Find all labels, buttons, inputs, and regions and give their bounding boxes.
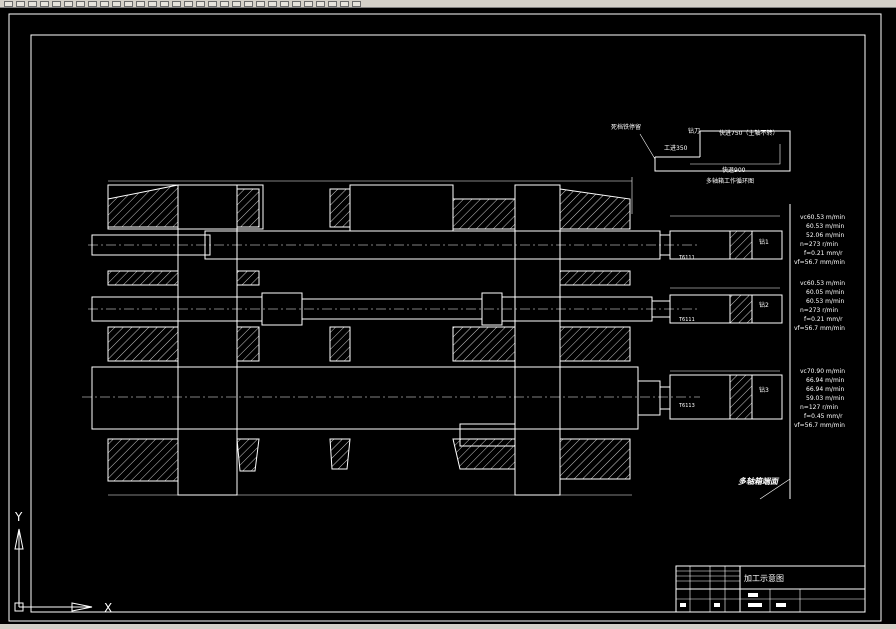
multi-spindle-assembly: T6111 钻1 T6111 钻2 (82, 177, 791, 500)
s3-param-5: f=0.45 mm/r (804, 413, 843, 420)
status-bar (0, 624, 896, 629)
toolbar-button-3[interactable] (28, 0, 37, 7)
toolbar-button-30[interactable] (352, 0, 361, 7)
plan-work-feed: 工进350 (664, 144, 688, 152)
work-cycle-diagram: 死档铁停留 钻刀 工进350 快进750（主轴不转） 快退900 多轴箱工作循环… (611, 123, 791, 185)
s2-param-3: n=273 r/min (800, 307, 838, 314)
toolbar-button-12[interactable] (136, 0, 145, 7)
toolbar-button-21[interactable] (244, 0, 253, 7)
toolbar-button-8[interactable] (88, 0, 97, 7)
toolbar-button-29[interactable] (340, 0, 349, 7)
spindle-params: vc60.53 m/min 60.53 m/min 52.06 m/min n=… (738, 214, 845, 486)
s3-param-4: n=127 r/min (800, 404, 838, 411)
s1-param-3: n=273 r/min (800, 241, 838, 248)
spindle-3-label: 钻3 (759, 386, 769, 394)
cad-toolbar (0, 0, 896, 8)
toolbar-button-4[interactable] (40, 0, 49, 7)
toolbar-button-15[interactable] (172, 0, 181, 7)
s2-param-1: 60.05 m/min (806, 289, 844, 296)
toolbar-button-19[interactable] (220, 0, 229, 7)
spindle-1-label: 钻1 (759, 238, 769, 246)
s3-param-6: vf=56.7 mm/min (794, 422, 845, 429)
spindle-1-tag: T6111 (678, 255, 695, 261)
toolbar-button-20[interactable] (232, 0, 241, 7)
toolbar-button-18[interactable] (208, 0, 217, 7)
plan-rapid-back: 快退900 (722, 166, 746, 174)
plan-drill-head-label: 死档铁停留 (611, 123, 641, 131)
toolbar-button-7[interactable] (76, 0, 85, 7)
toolbar-button-28[interactable] (328, 0, 337, 7)
toolbar-button-14[interactable] (160, 0, 169, 7)
toolbar-button-2[interactable] (16, 0, 25, 7)
title-block: 加工示意图 (675, 565, 866, 613)
s1-param-2: 52.06 m/min (806, 232, 844, 239)
plan-rapid-forward: 快进750（主轴不转） (719, 129, 778, 137)
toolbar-button-6[interactable] (64, 0, 73, 7)
toolbar-button-1[interactable] (4, 0, 13, 7)
toolbar-button-5[interactable] (52, 0, 61, 7)
ucs-x-label: X (104, 601, 112, 615)
s3-param-2: 66.94 m/min (806, 386, 844, 393)
spindle-2-label: 钻2 (759, 301, 769, 309)
outer-frame (8, 13, 882, 622)
toolbar-button-10[interactable] (112, 0, 121, 7)
toolbar-button-17[interactable] (196, 0, 205, 7)
plan-cycle-title: 多轴箱工作循环图 (706, 177, 754, 185)
s3-param-0: vc70.90 m/min (800, 368, 845, 375)
title-block-title: 加工示意图 (744, 573, 784, 583)
s2-param-5: vf=56.7 mm/min (794, 325, 845, 332)
spindle-3-tag: T6113 (678, 403, 695, 409)
toolbar-button-22[interactable] (256, 0, 265, 7)
s1-param-1: 60.53 m/min (806, 223, 844, 230)
s2-param-2: 60.53 m/min (806, 298, 844, 305)
s3-param-1: 66.94 m/min (806, 377, 844, 384)
toolbar-button-24[interactable] (280, 0, 289, 7)
s3-param-3: 59.03 m/min (806, 395, 844, 402)
s2-param-0: vc60.53 m/min (800, 280, 845, 287)
spindle-2-tag: T6111 (678, 317, 695, 323)
toolbar-button-13[interactable] (148, 0, 157, 7)
toolbar-button-11[interactable] (124, 0, 133, 7)
plan-drill-label: 钻刀 (688, 127, 700, 135)
s2-param-4: f=0.21 mm/r (804, 316, 843, 323)
side-note: 多轴箱端面 (738, 477, 780, 486)
toolbar-button-9[interactable] (100, 0, 109, 7)
spindle-1: T6111 钻1 (88, 215, 783, 261)
toolbar-button-23[interactable] (268, 0, 277, 7)
ucs-y-label: Y (14, 510, 23, 524)
s1-param-5: vf=56.7 mm/min (794, 259, 845, 266)
toolbar-button-16[interactable] (184, 0, 193, 7)
ucs-icon: Y X (14, 510, 112, 615)
inner-frame (30, 34, 866, 613)
spindle-2: T6111 钻2 (88, 287, 783, 326)
cad-drawing-canvas: 死档铁停留 钻刀 工进350 快进750（主轴不转） 快退900 多轴箱工作循环… (8, 13, 882, 622)
s1-param-4: f=0.21 mm/r (804, 250, 843, 257)
spindle-3: T6113 钻3 (82, 366, 783, 430)
toolbar-button-25[interactable] (292, 0, 301, 7)
s1-param-0: vc60.53 m/min (800, 214, 845, 221)
toolbar-button-26[interactable] (304, 0, 313, 7)
toolbar-button-27[interactable] (316, 0, 325, 7)
